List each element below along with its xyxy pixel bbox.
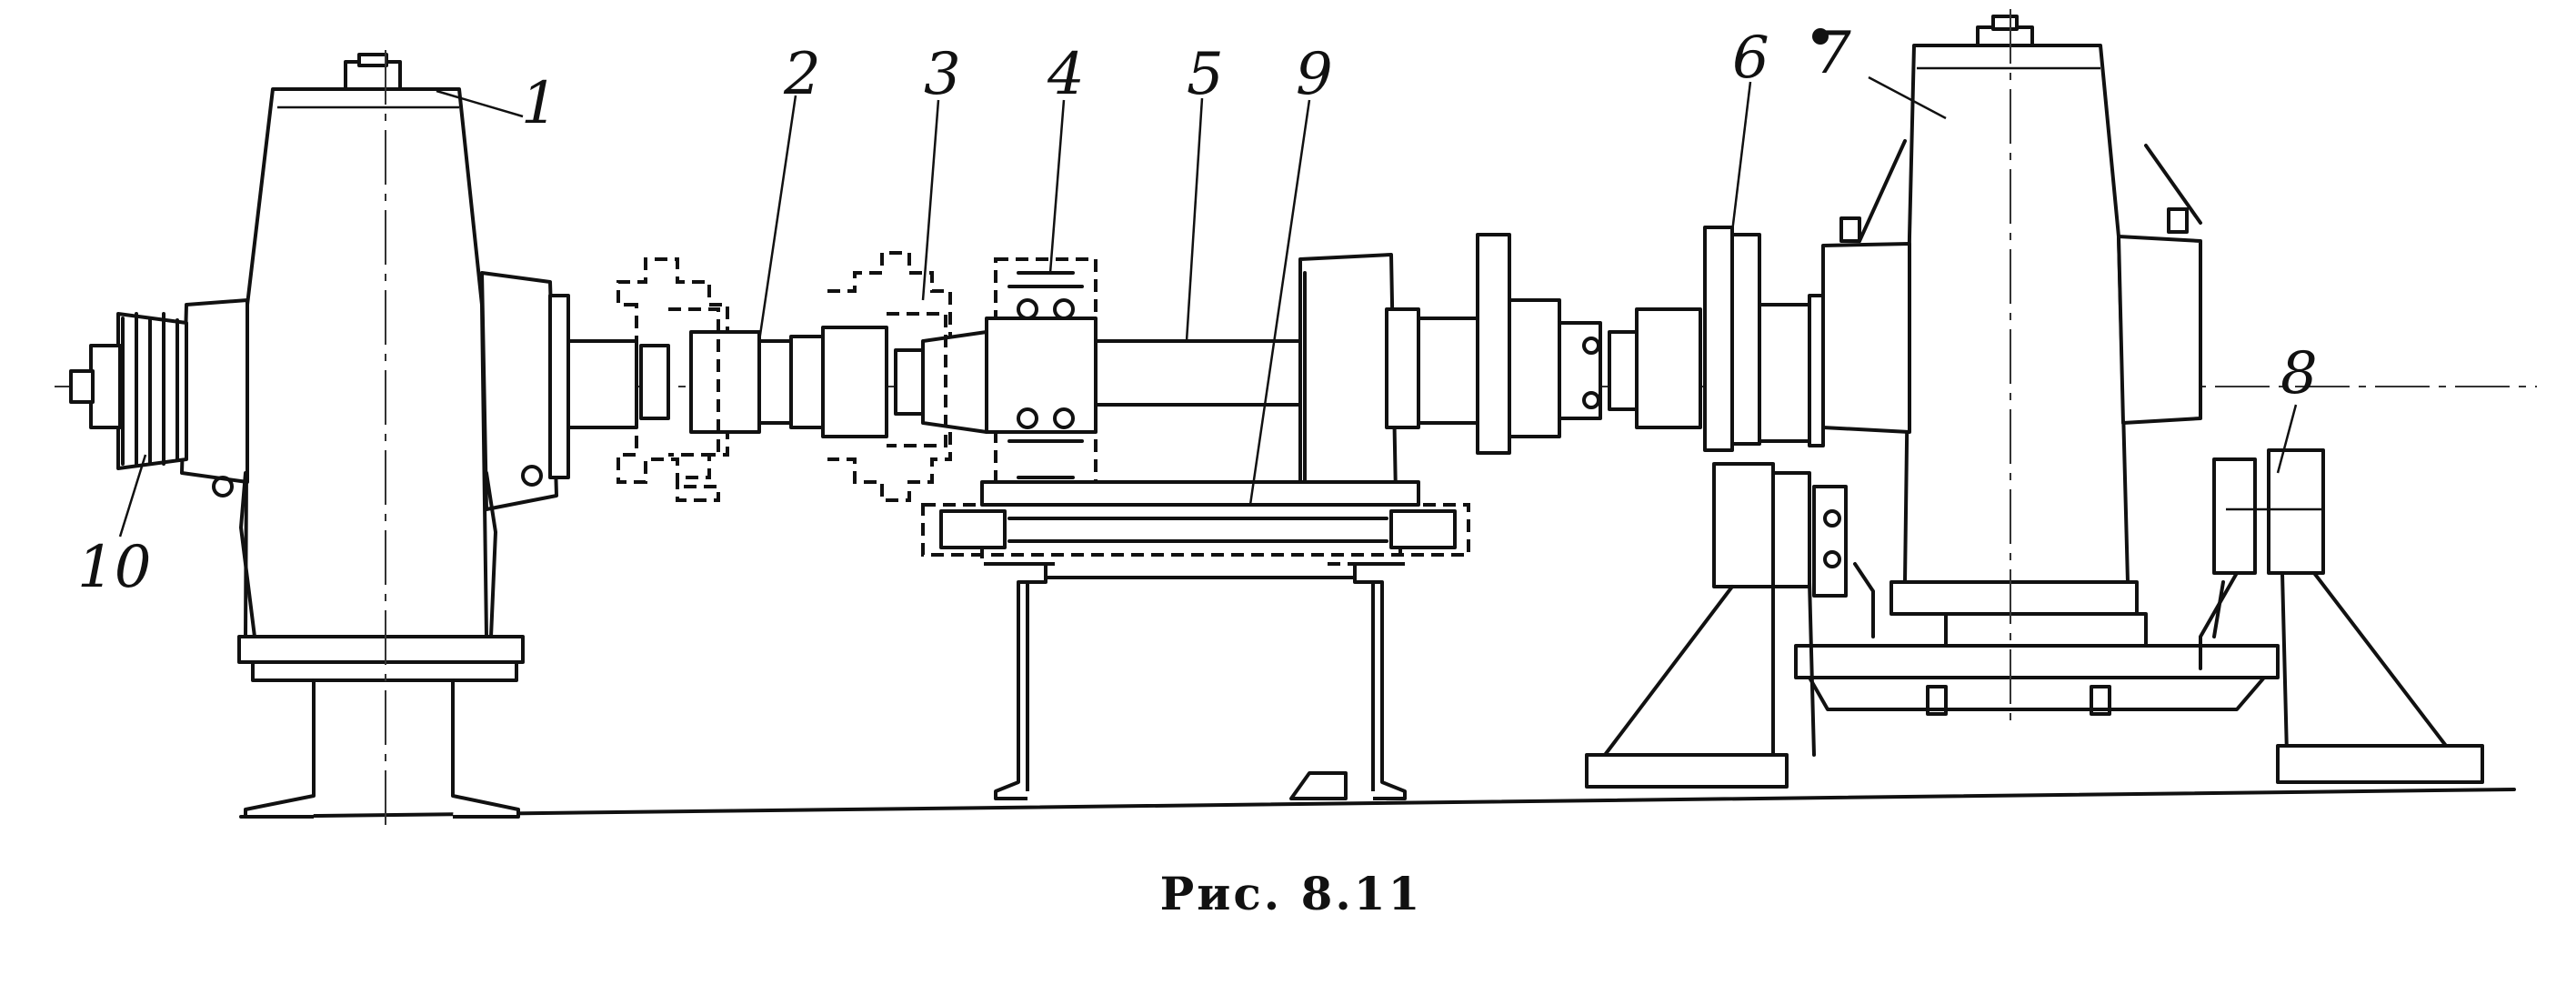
callout-labels: 1 2 3 4 5 9 6 7 8 10 (77, 20, 2318, 601)
unit-8-support-roller (2199, 448, 2484, 784)
callout-4: 4 (1047, 41, 1085, 108)
inertia-wheel (1298, 233, 1602, 497)
leader-5 (1185, 97, 1204, 342)
leader-1 (436, 89, 524, 118)
ground-line (239, 788, 2516, 819)
callout-6: 6 (1732, 25, 1769, 92)
callout-3: 3 (924, 41, 961, 108)
callout-2: 2 (783, 41, 821, 108)
unit-4-bearing (985, 257, 1098, 493)
unit-2-coupling (566, 257, 793, 502)
leader-8 (2276, 404, 2298, 474)
unit-1-gearbox (180, 50, 570, 832)
callout-10: 10 (77, 534, 151, 601)
unit-6-coupling (1608, 226, 1825, 452)
unit-10-pulley (69, 312, 188, 470)
callout-9: 9 (1296, 41, 1333, 108)
figure-caption: Рис. 8.11 (1160, 867, 1423, 920)
leader-6 (1730, 81, 1752, 233)
leader-2 (757, 95, 797, 342)
support-roller-left (1585, 462, 1875, 789)
unit-9-frame (921, 480, 1470, 800)
unit-3-coupling (789, 251, 988, 502)
leader-7 (1868, 75, 1947, 120)
callout-1: 1 (521, 70, 558, 137)
callout-7-dot (1812, 28, 1829, 45)
leader-lines (118, 75, 2298, 538)
leader-3 (921, 99, 940, 301)
callout-5: 5 (1187, 41, 1224, 108)
leader-4 (1048, 99, 1066, 274)
leader-9 (1248, 99, 1311, 506)
leader-10 (118, 454, 147, 538)
unit-7-gearbox (1794, 9, 2280, 728)
callout-8: 8 (2280, 340, 2318, 407)
